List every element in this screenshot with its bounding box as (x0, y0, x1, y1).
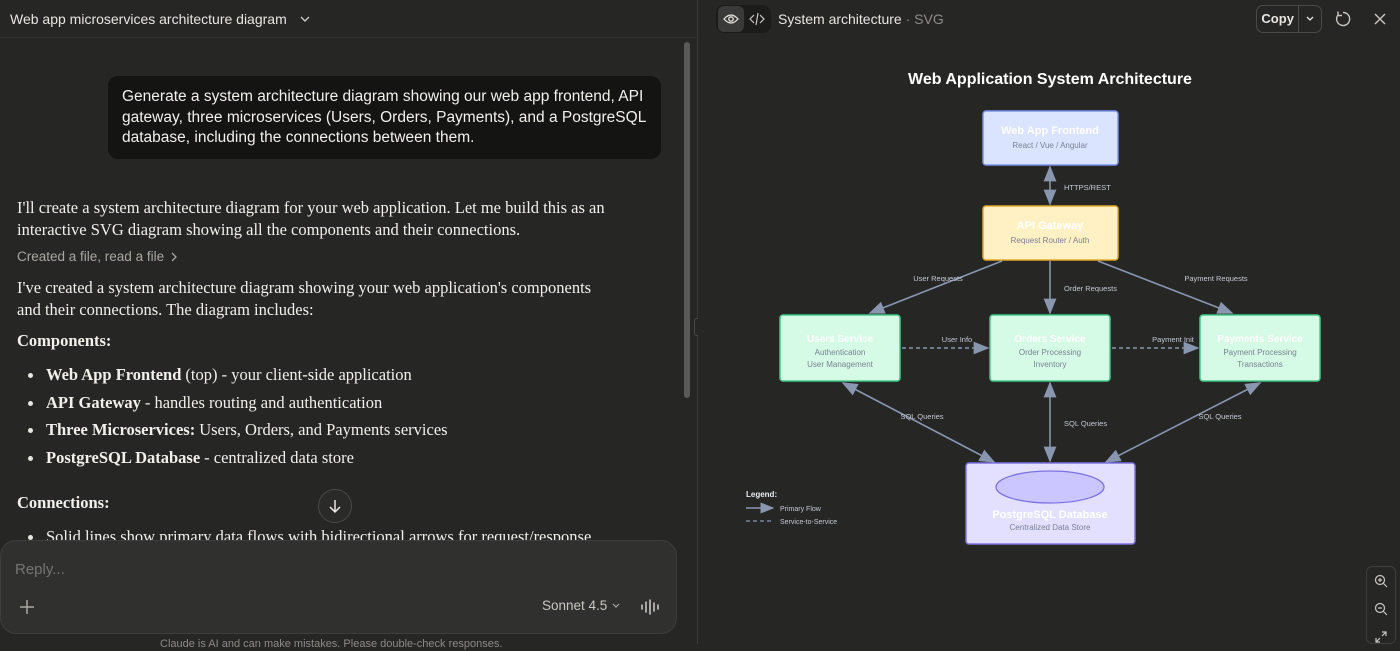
model-name: Sonnet 4.5 (542, 598, 608, 613)
label-user-requests: User Requests (913, 274, 963, 283)
disclaimer: Claude is AI and can make mistakes. Plea… (160, 638, 503, 650)
artifact-type: SVG (914, 11, 944, 27)
connection-lines (841, 165, 1262, 463)
arrow-down-icon (329, 500, 341, 514)
plus-icon[interactable] (17, 597, 37, 617)
gateway-sub: Request Router / Auth (1011, 236, 1090, 245)
orders-service-node[interactable]: Orders Service Order Processing Inventor… (989, 314, 1111, 382)
users-sub2: User Management (807, 360, 874, 369)
chat-header: Web app microservices architecture diagr… (0, 0, 697, 38)
components-heading: Components: (17, 331, 112, 350)
label-sql-mid: SQL Queries (1064, 419, 1107, 428)
gateway-name: API Gateway (1017, 220, 1085, 232)
frontend-name: Web App Frontend (1001, 125, 1099, 137)
users-service-node[interactable]: Users Service Authentication User Manage… (779, 314, 901, 382)
reply-input[interactable] (15, 561, 615, 578)
zoom-out-icon (1374, 602, 1388, 616)
legend-primary: Primary Flow (780, 506, 822, 513)
reply-composer: Sonnet 4.5 (0, 540, 677, 634)
payments-name: Payments Service (1217, 334, 1303, 345)
chevron-down-icon (1306, 16, 1314, 21)
payments-sub2: Transactions (1237, 360, 1283, 369)
scroll-to-bottom-button[interactable] (318, 489, 352, 523)
list-item: PostgreSQL Database- centralized data st… (28, 448, 628, 476)
users-sub1: Authentication (815, 348, 866, 357)
chevron-right-icon (171, 252, 178, 261)
chat-panel: Web app microservices architecture diagr… (0, 0, 697, 650)
database-sub: Centralized Data Store (1010, 523, 1091, 532)
artifact-header: System architecture · SVG Copy (698, 0, 1400, 40)
artifact-title: System architecture · SVG (778, 11, 944, 27)
user-message: Generate a system architecture diagram s… (108, 76, 661, 159)
label-user-info: User Info (942, 335, 972, 344)
database-icon (995, 470, 1105, 504)
list-item: Web App Frontend(top) - your client-side… (28, 365, 628, 393)
database-node[interactable]: PostgreSQL Database Centralized Data Sto… (965, 462, 1136, 545)
database-name: PostgreSQL Database (992, 509, 1107, 521)
legend-service: Service-to-Service (780, 519, 837, 526)
payments-db-line (1104, 382, 1262, 463)
label-order-requests: Order Requests (1064, 284, 1117, 293)
gateway-payments-line (1097, 260, 1234, 314)
list-item: Solid lines show primary data flows with… (28, 527, 668, 541)
label-https: HTTPS/REST (1064, 183, 1111, 192)
voice-icon[interactable] (639, 597, 661, 617)
tool-usage-label: Created a file, read a file (17, 249, 165, 264)
close-icon[interactable] (1372, 11, 1388, 27)
zoom-controls (1366, 566, 1396, 644)
connections-heading: Connections: (17, 493, 110, 512)
preview-toggle[interactable] (718, 6, 744, 32)
zoom-out-button[interactable] (1367, 595, 1395, 623)
view-toggle (716, 5, 771, 33)
frontend-sub: React / Vue / Angular (1012, 141, 1088, 150)
components-list: Web App Frontend(top) - your client-side… (28, 365, 628, 475)
label-sql-right: SQL Queries (1198, 412, 1241, 421)
tool-usage-link[interactable]: Created a file, read a file (17, 249, 178, 264)
code-icon (749, 12, 765, 26)
copy-options-button[interactable] (1299, 15, 1321, 23)
diagram-legend: Legend: Primary Flow Service-to-Service (746, 490, 837, 526)
copy-button-group: Copy (1256, 5, 1322, 33)
frontend-node[interactable]: Web App Frontend React / Vue / Angular (982, 110, 1119, 166)
architecture-diagram: Web Application System Architecture HTTP… (746, 71, 1321, 545)
expand-icon (1375, 631, 1387, 643)
refresh-icon[interactable] (1334, 10, 1352, 28)
connection-labels: HTTPS/REST User Requests Order Requests … (900, 183, 1247, 428)
model-selector[interactable]: Sonnet 4.5 (542, 598, 621, 613)
payments-sub1: Payment Processing (1223, 348, 1296, 357)
users-db-line (841, 382, 996, 463)
chevron-down-icon[interactable] (299, 13, 311, 25)
copy-button[interactable]: Copy (1257, 6, 1300, 32)
list-item: Three Microservices:Users, Orders, and P… (28, 420, 628, 448)
zoom-in-icon (1374, 574, 1388, 588)
list-item: API Gateway- handles routing and authent… (28, 393, 628, 421)
label-sql-left: SQL Queries (900, 412, 943, 421)
payments-service-node[interactable]: Payments Service Payment Processing Tran… (1199, 314, 1321, 382)
gateway-users-line (868, 260, 1003, 314)
legend-title: Legend: (746, 490, 777, 499)
users-name: Users Service (807, 334, 874, 345)
assistant-summary: I've created a system architecture diagr… (17, 278, 592, 319)
chat-scrollbar[interactable] (684, 42, 690, 398)
label-payment-init: Payment Init (1152, 335, 1195, 344)
zoom-in-button[interactable] (1367, 567, 1395, 595)
artifact-panel: System architecture · SVG Copy Web Appli… (698, 0, 1400, 644)
label-payment-requests: Payment Requests (1184, 274, 1248, 283)
orders-sub1: Order Processing (1019, 348, 1081, 357)
gateway-node[interactable]: API Gateway Request Router / Auth (982, 205, 1119, 261)
orders-name: Orders Service (1014, 334, 1086, 345)
chat-title[interactable]: Web app microservices architecture diagr… (10, 10, 287, 27)
fit-button[interactable] (1367, 623, 1395, 651)
assistant-intro: I'll create a system architecture diagra… (17, 198, 605, 239)
eye-icon (723, 14, 739, 24)
code-toggle[interactable] (744, 6, 770, 32)
orders-sub2: Inventory (1034, 360, 1067, 369)
diagram-title: Web Application System Architecture (908, 71, 1192, 88)
chevron-down-icon (612, 603, 620, 608)
